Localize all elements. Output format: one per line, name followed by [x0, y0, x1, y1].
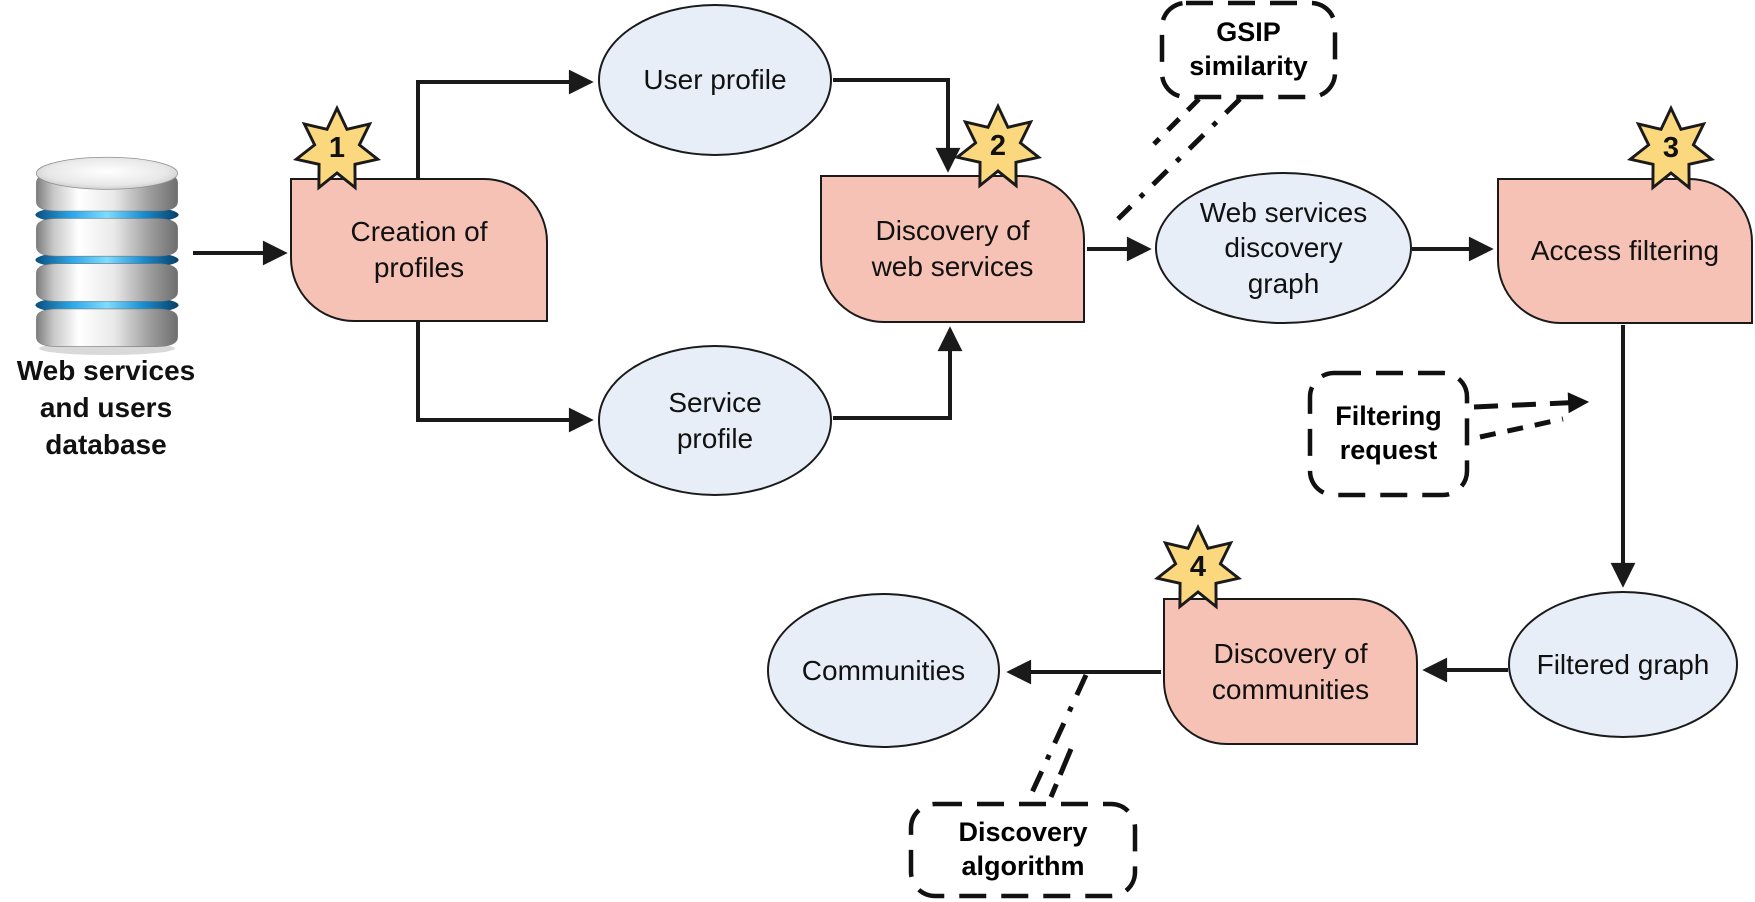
callout-tail-gsip-a — [1116, 97, 1242, 221]
callout-tail-gsip-b — [1152, 97, 1201, 146]
node-label: Creation of profiles — [350, 216, 488, 283]
node-filtered-graph: Filtered graph — [1508, 591, 1738, 738]
callout-tail-filtering-a — [1473, 392, 1590, 414]
callout-gsip-similarity: GSIP similarity — [1162, 3, 1335, 97]
step-number: 4 — [1189, 550, 1207, 583]
callout-tail-filtering-b — [1479, 416, 1564, 440]
callout-frame-discovery-algorithm — [908, 801, 1138, 899]
node-user-profile: User profile — [598, 4, 832, 156]
node-discovery-of-web-services: Discovery of web services — [820, 175, 1085, 323]
star-icon — [292, 104, 382, 191]
step-number: 1 — [328, 131, 346, 164]
database-icon — [22, 130, 192, 361]
arrow-service-profile-to-discovery — [833, 326, 963, 420]
node-label: Discovery of web services — [871, 215, 1034, 282]
callout-frame-gsip — [1159, 0, 1338, 100]
step-badge-2: 2 — [950, 100, 1046, 196]
node-communities: Communities — [767, 593, 1000, 748]
callout-label: Filtering request — [1335, 401, 1442, 465]
step-badge-3: 3 — [1623, 102, 1719, 198]
callout-tail-discovery-a — [1026, 673, 1089, 801]
node-label: Access filtering — [1530, 235, 1720, 267]
node-web-services-discovery-graph: Web services discovery graph — [1155, 172, 1412, 324]
node-label: Web services discovery graph — [1199, 196, 1368, 299]
node-label: User profile — [643, 64, 787, 96]
star-icon — [1626, 104, 1716, 191]
node-service-profile: Service profile — [598, 345, 832, 496]
step-badge-1: 1 — [289, 102, 385, 198]
step-number: 2 — [989, 129, 1007, 162]
node-discovery-of-communities: Discovery of communities — [1163, 598, 1418, 745]
node-creation-of-profiles: Creation of profiles — [290, 178, 548, 322]
database-cylinder-icon — [35, 156, 179, 356]
node-label: Discovery of communities — [1211, 637, 1370, 705]
node-label: Filtered graph — [1536, 648, 1710, 680]
callout-discovery-algorithm: Discovery algorithm — [911, 804, 1135, 896]
step-number: 3 — [1662, 131, 1680, 164]
node-label: Service profile — [668, 386, 762, 454]
star-icon — [953, 102, 1043, 189]
callout-frame-filtering-request — [1307, 370, 1470, 498]
arrow-creation-to-service-profile — [416, 322, 594, 433]
callout-label: Discovery algorithm — [958, 817, 1088, 881]
database-label: Web services and users database — [16, 355, 196, 460]
callout-label: GSIP similarity — [1189, 17, 1308, 81]
step-badge-4: 4 — [1150, 521, 1246, 617]
callout-tail-discovery-b — [1048, 748, 1074, 798]
node-label: Communities — [801, 654, 966, 686]
callout-filtering-request: Filtering request — [1310, 373, 1467, 495]
star-icon — [1153, 523, 1243, 610]
arrow-user-profile-to-discovery — [833, 78, 961, 173]
arrow-creation-to-user-profile — [416, 69, 594, 178]
node-access-filtering: Access filtering — [1497, 178, 1753, 324]
